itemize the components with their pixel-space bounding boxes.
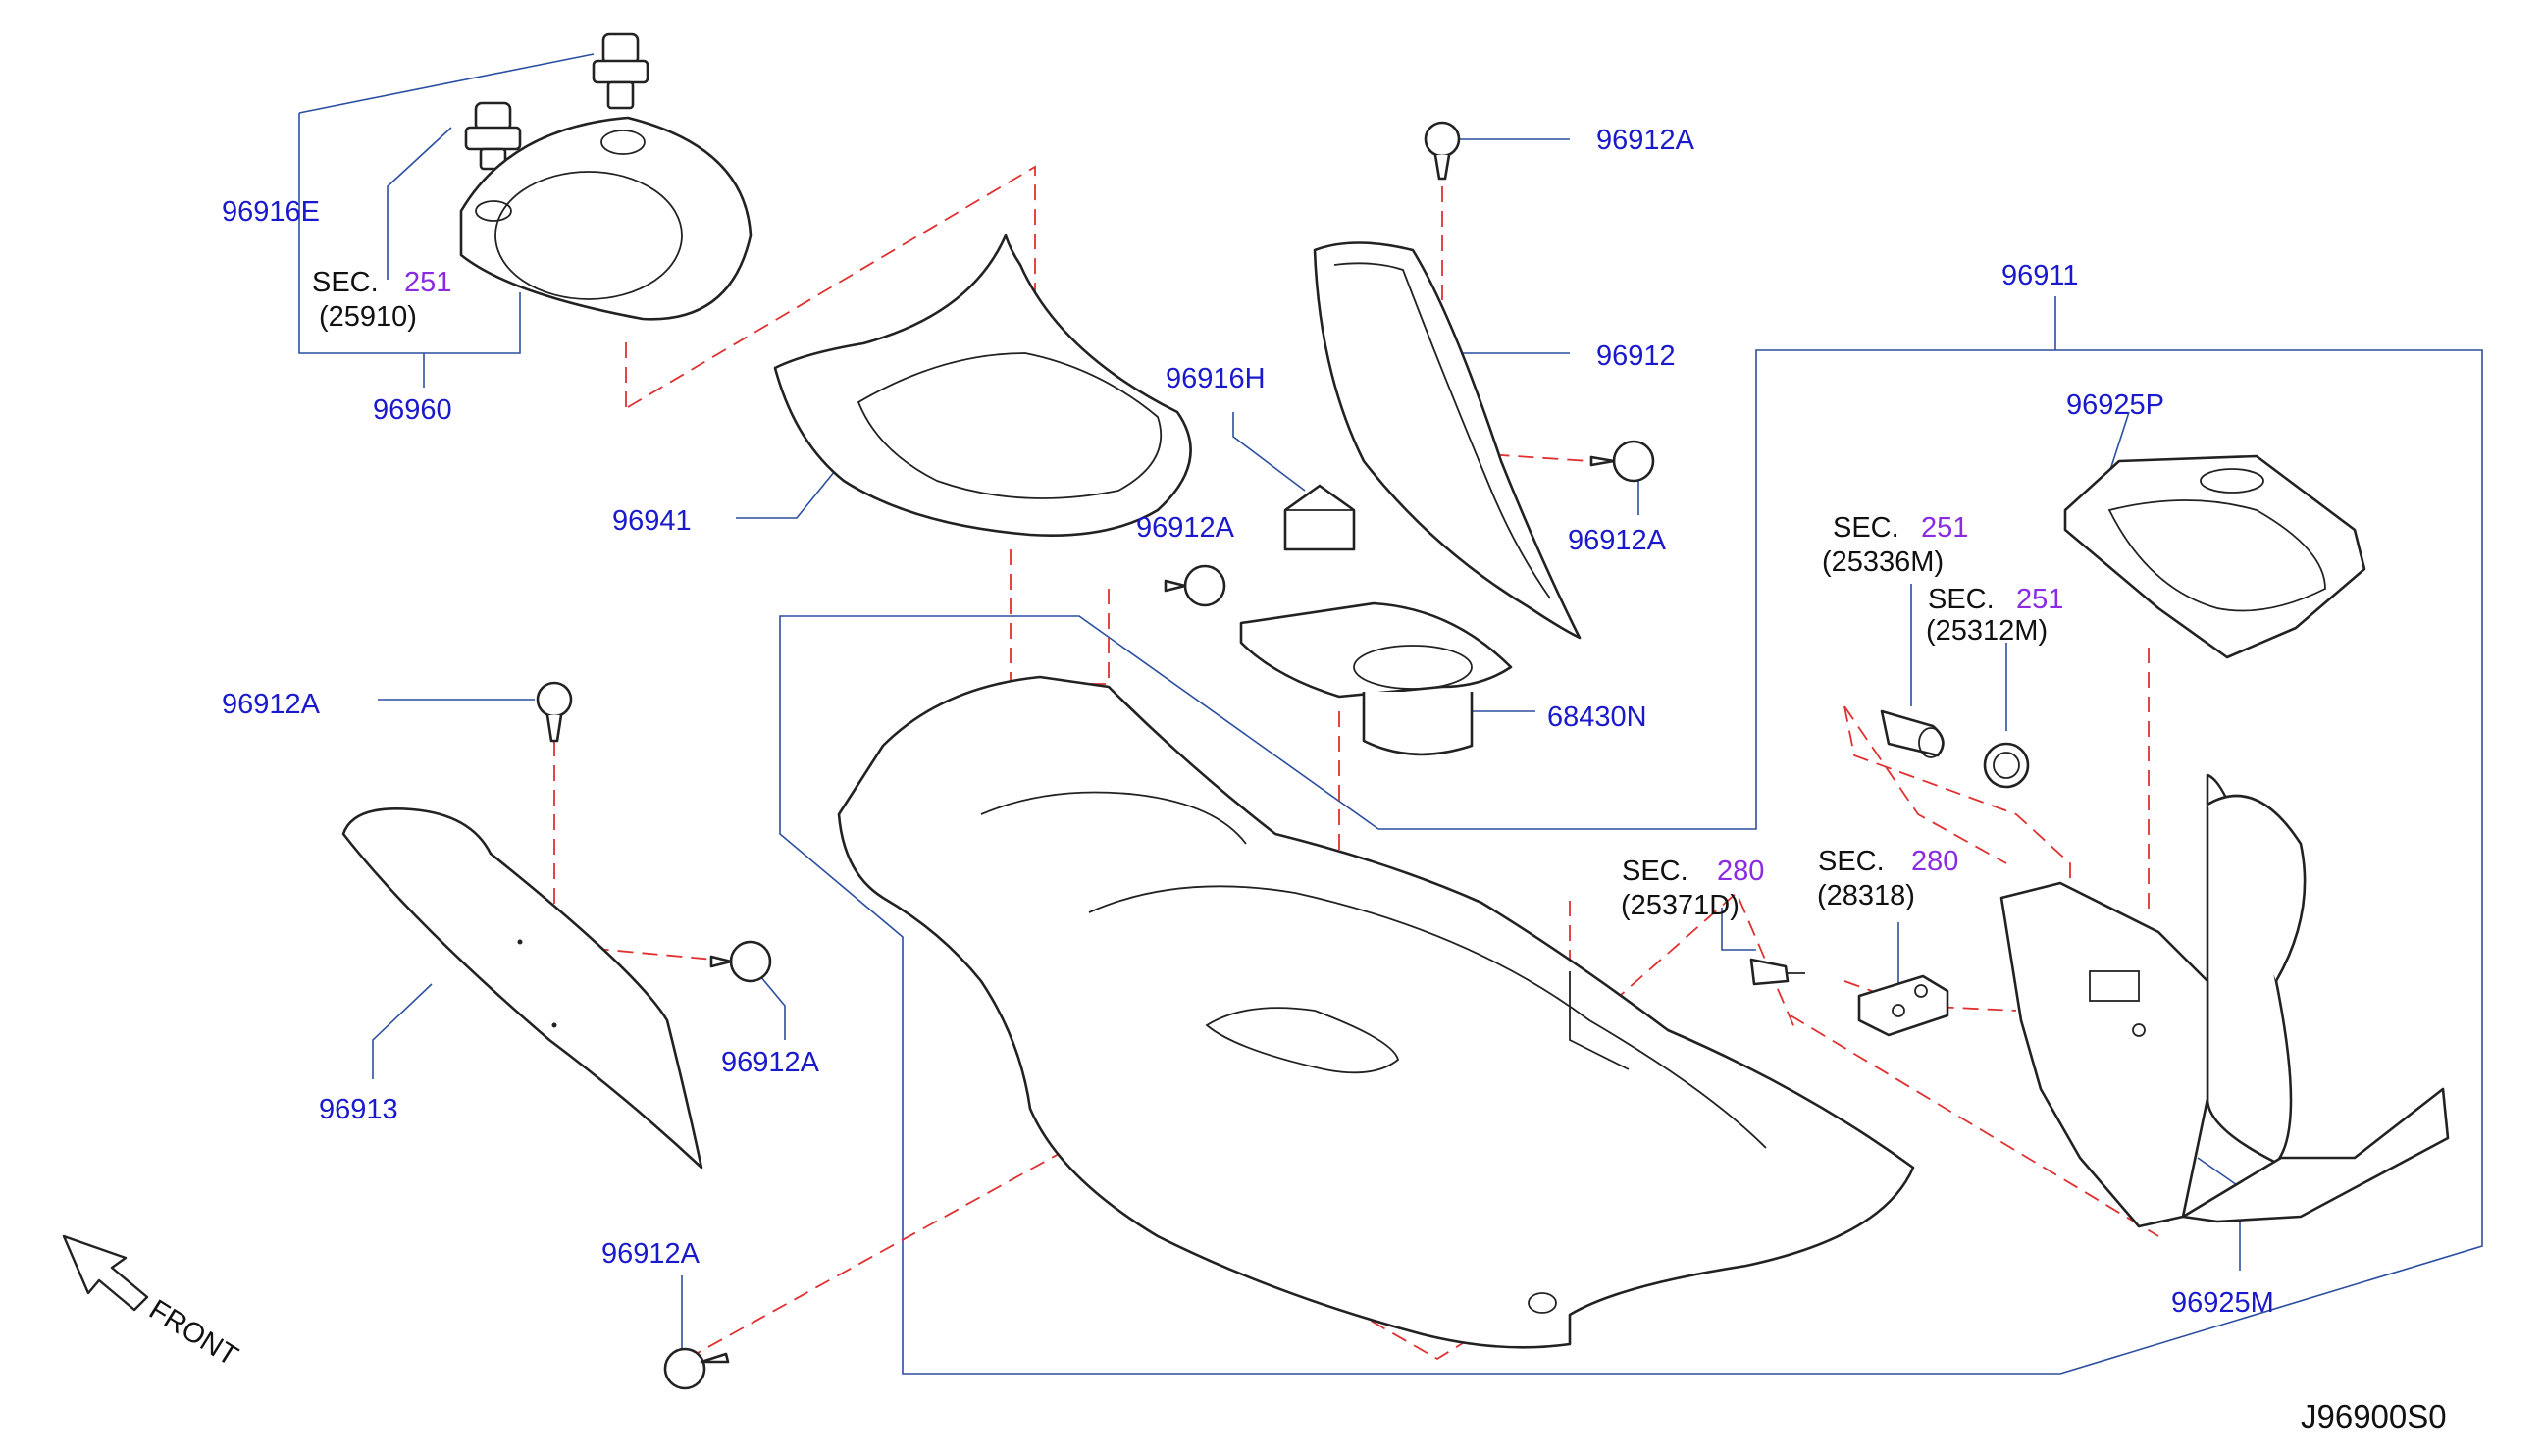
label-96916h: 96916H (1166, 363, 1266, 394)
label-96913: 96913 (319, 1094, 398, 1125)
label-96912a-bottom: 96912A (601, 1238, 701, 1270)
label-96925p: 96925P (2066, 390, 2164, 421)
socket-cap-25312m (1983, 742, 2030, 789)
label-96960: 96960 (373, 394, 452, 426)
label-96925m: 96925M (2171, 1287, 2274, 1319)
switch-96916h (1283, 484, 1356, 551)
label-sec-251-a-num: 251 (404, 267, 451, 298)
side-finisher-96913 (341, 807, 703, 1170)
side-panel-96912 (1313, 241, 1582, 640)
screw-96912a-left (536, 681, 573, 743)
screw-96912a-mid (1164, 564, 1226, 607)
screw-96912a-low (709, 940, 772, 983)
label-sec-251-b-num: 251 (1921, 512, 1968, 544)
shifter-finisher-96960 (459, 116, 753, 321)
power-socket-25336m (1880, 709, 1945, 758)
label-96941: 96941 (612, 505, 692, 537)
label-sec-251-a-prefix: SEC. (312, 267, 379, 298)
label-25336m: (25336M) (1822, 546, 1944, 578)
label-96912a-right: 96912A (1568, 525, 1667, 556)
label-sec-251-c-num: 251 (2016, 584, 2063, 615)
label-96912: 96912 (1596, 340, 1676, 372)
label-front: FRONT (143, 1294, 243, 1373)
jack-28318 (1857, 974, 1949, 1037)
screw-96912a-bottom (663, 1347, 730, 1390)
screw-96912a-top (1424, 121, 1461, 181)
label-sec-280-b-num: 280 (1911, 846, 1958, 877)
label-sec-251-c-prefix: SEC. (1928, 584, 1995, 615)
label-96912a-mid: 96912A (1136, 512, 1235, 544)
front-arrow-icon (62, 1234, 149, 1312)
label-diagram-code: J96900S0 (2301, 1398, 2447, 1434)
connector-25371d (1749, 958, 1805, 986)
label-sec-280-a-prefix: SEC. (1622, 856, 1688, 887)
label-96912a-left: 96912A (222, 689, 321, 720)
console-body-96911 (837, 675, 1915, 1349)
label-96912a-top: 96912A (1596, 125, 1695, 156)
label-25910: (25910) (319, 301, 417, 333)
label-96911: 96911 (2001, 260, 2079, 291)
label-68430n: 68430N (1547, 702, 1647, 733)
clip-96916e-upper (592, 32, 649, 110)
bezel-96941 (773, 234, 1192, 537)
label-25312m: (25312M) (1926, 615, 2048, 647)
leader-lines (298, 53, 2483, 1375)
label-96916e: 96916E (222, 196, 320, 228)
label-sec-251-b-prefix: SEC. (1833, 512, 1899, 544)
label-96912a-low: 96912A (721, 1047, 820, 1078)
tray-96925p (2063, 454, 2366, 659)
screw-96912a-right (1589, 440, 1655, 483)
label-25371d: (25371D) (1621, 890, 1739, 921)
armrest-base-96925m (1999, 773, 2450, 1228)
cup-holder-68430n (1239, 601, 1513, 756)
label-sec-280-a-num: 280 (1717, 856, 1764, 887)
label-sec-280-b-prefix: SEC. (1818, 846, 1885, 877)
label-28318: (28318) (1817, 880, 1915, 911)
